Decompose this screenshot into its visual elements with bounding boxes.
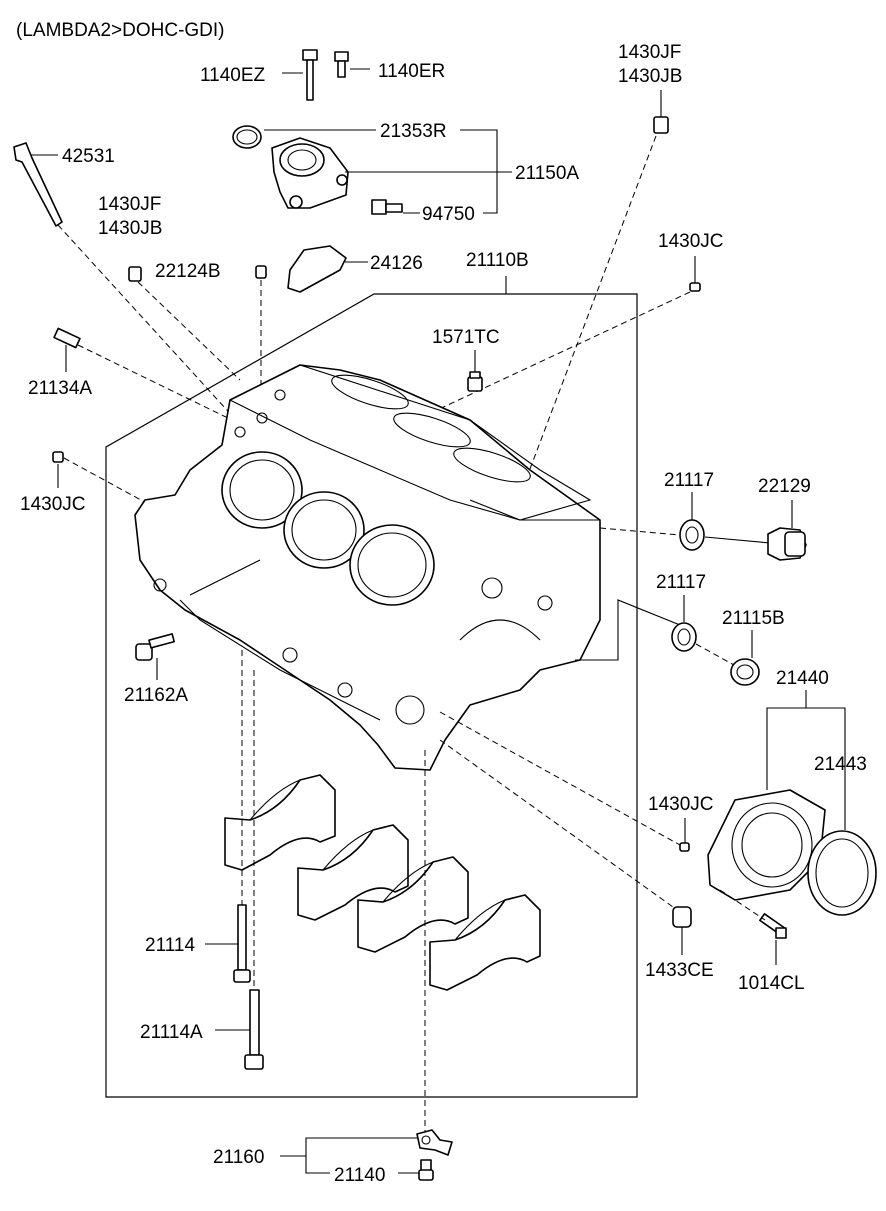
diagram-header: (LAMBDA2>DOHC-GDI): [16, 20, 225, 41]
dowel-1430JF-left: [128, 266, 142, 282]
label-22124B: 22124B: [155, 261, 221, 282]
label-1430JC-left: 1430JC: [20, 494, 86, 515]
label-1430JB-left: 1430JB: [98, 218, 162, 239]
label-21134A: 21134A: [28, 378, 92, 399]
dowel-1430JF-top: [653, 116, 669, 134]
bolt-1140EZ: [302, 49, 318, 101]
label-21117-top: 21117: [664, 470, 714, 491]
plug-21115B: [730, 658, 760, 686]
label-1430JF-top: 1430JF: [618, 42, 681, 63]
label-21115B: 21115B: [722, 608, 785, 629]
label-1430JC-right: 1430JC: [648, 794, 714, 815]
bolt-1014CL: [759, 913, 787, 939]
label-42531: 42531: [62, 146, 115, 167]
label-1433CE: 1433CE: [645, 960, 714, 981]
label-21114A: 21114A: [140, 1022, 203, 1043]
sensor-94750: [371, 199, 403, 215]
cylinder-block-21110B: [134, 364, 601, 771]
label-1571TC: 1571TC: [432, 327, 500, 348]
label-1430JC-topright: 1430JC: [658, 231, 724, 252]
label-1430JF-left: 1430JF: [98, 194, 161, 215]
label-1430JB-top: 1430JB: [618, 66, 682, 87]
bearing-cap-2: [297, 824, 409, 921]
label-1014CL: 1014CL: [738, 973, 805, 994]
bearing-cap-4: [429, 894, 541, 991]
bearing-cap-1: [224, 774, 336, 871]
seal-21117-top: [679, 519, 705, 551]
bearing-cap-3: [357, 856, 469, 953]
label-24126: 24126: [370, 253, 423, 274]
washer-21117-bottom: [671, 622, 697, 652]
plug-22129: [767, 527, 807, 561]
pin-1430JC-topright: [689, 282, 701, 292]
label-94750: 94750: [422, 204, 475, 225]
bolt-21114A: [244, 989, 264, 1070]
housing-21150A: [271, 137, 349, 209]
label-21162A: 21162A: [124, 685, 188, 706]
label-21440: 21440: [776, 668, 829, 689]
oil-seal-21443: [807, 830, 877, 916]
label-21443: 21443: [814, 754, 867, 775]
label-1140ER: 1140ER: [378, 61, 445, 82]
bolt-1140ER: [334, 51, 349, 78]
label-21160: 21160: [213, 1147, 264, 1168]
dipstick-42531: [13, 142, 63, 227]
label-21114: 21114: [145, 935, 195, 956]
bolt-21140: [418, 1159, 434, 1181]
plug-1571TC: [467, 371, 483, 392]
label-1140EZ: 1140EZ: [200, 65, 266, 86]
pin-1430JC-left: [52, 451, 64, 463]
bolt-21162A: [135, 633, 176, 661]
sensor-21160: [416, 1129, 453, 1156]
pin-1430JC-right: [679, 842, 690, 852]
label-21110B: 21110B: [466, 250, 529, 271]
label-21353R: 21353R: [380, 121, 447, 142]
label-21117-bottom: 21117: [656, 572, 706, 593]
sleeve-1433CE: [672, 906, 692, 928]
dowel-22124B: [255, 265, 267, 279]
stud-21134A: [53, 327, 81, 349]
label-21150A: 21150A: [515, 163, 579, 184]
gasket-24126: [287, 245, 347, 293]
label-22129: 22129: [758, 476, 811, 497]
label-21140: 21140: [334, 1165, 385, 1186]
rear-seal-housing-21440: [707, 789, 826, 901]
